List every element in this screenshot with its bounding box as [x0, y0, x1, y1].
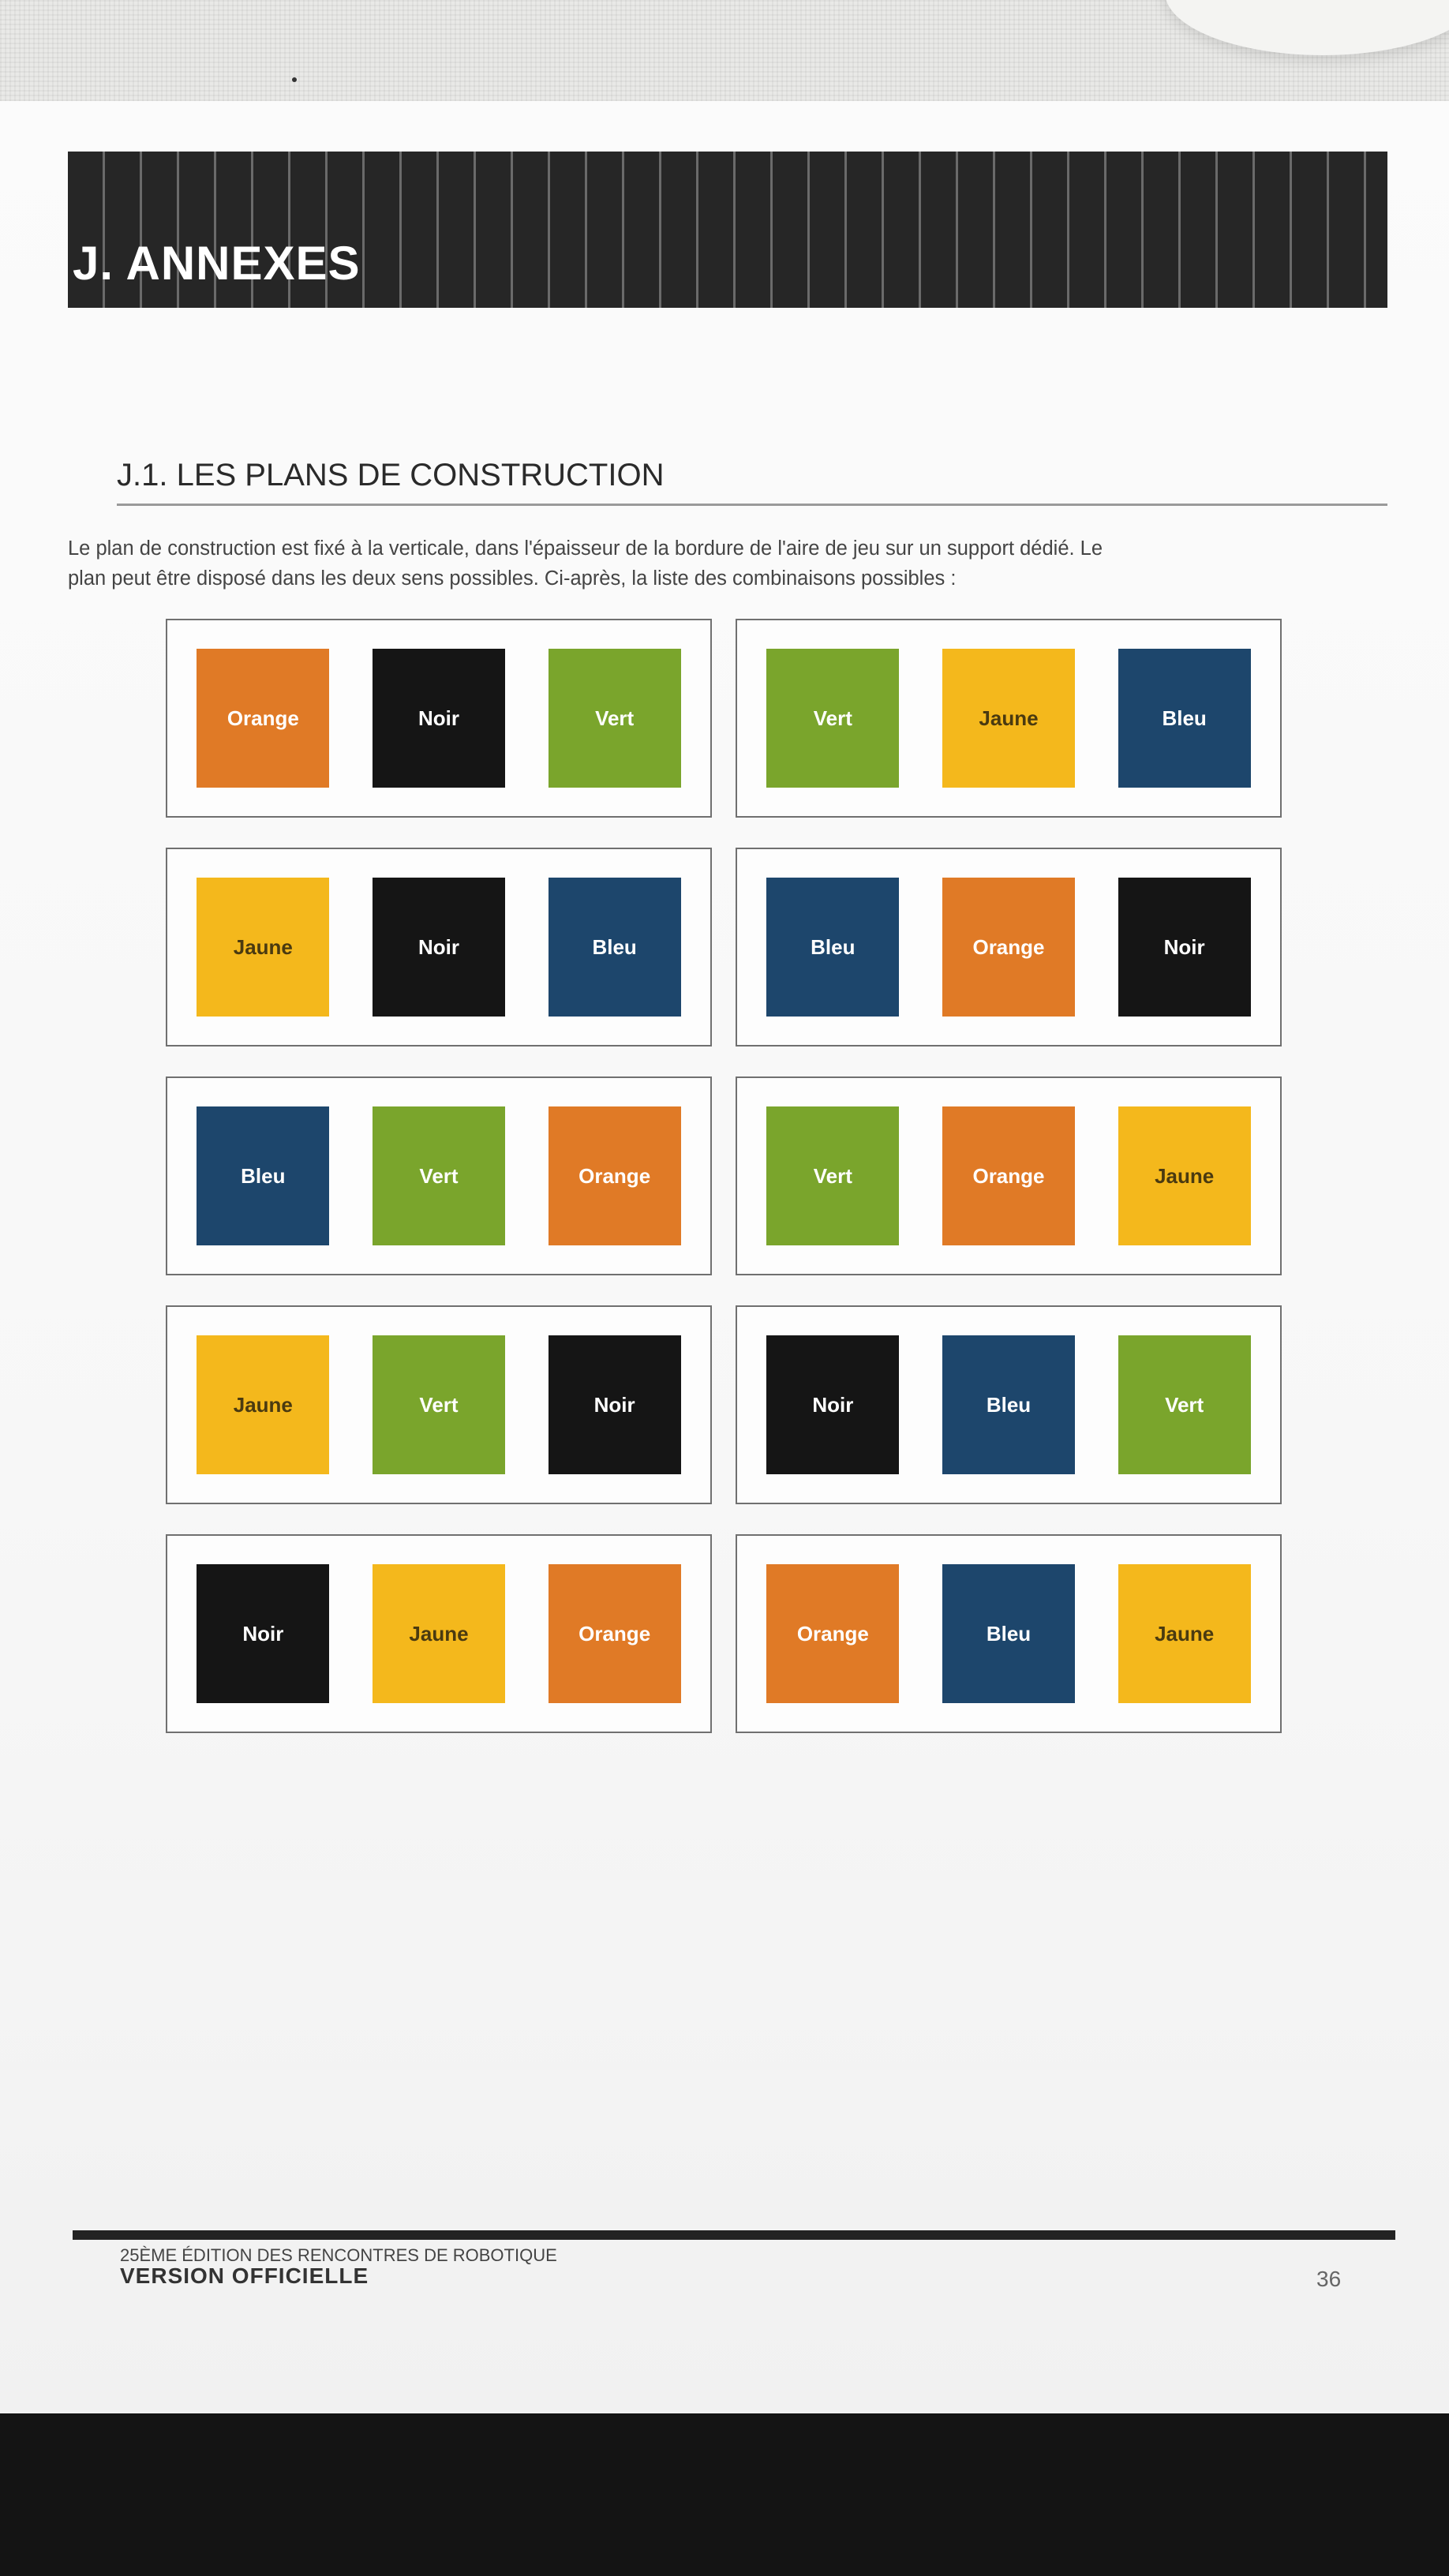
- plate-edge: [1165, 0, 1449, 55]
- color-swatch-orange: Orange: [548, 1106, 681, 1245]
- combination-panel: Bleu Orange Noir: [736, 848, 1282, 1046]
- color-swatch-noir: Noir: [197, 1564, 330, 1703]
- color-swatch-bleu: Bleu: [766, 878, 900, 1017]
- background-dark: [0, 2413, 1449, 2576]
- color-swatch-noir: Noir: [372, 649, 505, 788]
- color-swatch-jaune: Jaune: [197, 878, 330, 1017]
- color-swatch-jaune: Jaune: [1118, 1106, 1251, 1245]
- chapter-title: J. ANNEXES: [73, 237, 361, 290]
- color-swatch-noir: Noir: [548, 1335, 681, 1474]
- combination-panel: Jaune Vert Noir: [166, 1305, 712, 1504]
- combination-panel: Noir Jaune Orange: [166, 1534, 712, 1733]
- speck: [292, 77, 297, 82]
- color-swatch-noir: Noir: [372, 878, 505, 1017]
- combination-panel: Noir Bleu Vert: [736, 1305, 1282, 1504]
- color-swatch-vert: Vert: [766, 1106, 900, 1245]
- section-divider: [117, 504, 1387, 506]
- color-swatch-orange: Orange: [942, 878, 1075, 1017]
- color-swatch-bleu: Bleu: [942, 1335, 1075, 1474]
- color-swatch-orange: Orange: [942, 1106, 1075, 1245]
- combination-panel: Jaune Noir Bleu: [166, 848, 712, 1046]
- intro-paragraph: Le plan de construction est fixé à la ve…: [68, 534, 1394, 593]
- color-swatch-jaune: Jaune: [372, 1564, 505, 1703]
- combination-panel: Vert Orange Jaune: [736, 1076, 1282, 1275]
- color-swatch-vert: Vert: [548, 649, 681, 788]
- color-swatch-bleu: Bleu: [197, 1106, 330, 1245]
- color-swatch-noir: Noir: [1118, 878, 1251, 1017]
- footer-version: VERSION OFFICIELLE: [120, 2263, 369, 2288]
- intro-line-2: plan peut être disposé dans les deux sen…: [68, 567, 957, 590]
- section-title: J.1. LES PLANS DE CONSTRUCTION: [117, 458, 665, 492]
- color-swatch-vert: Vert: [766, 649, 900, 788]
- footer-edition: 25ÈME ÉDITION DES RENCONTRES DE ROBOTIQU…: [120, 2245, 557, 2265]
- combination-panel: Orange Noir Vert: [166, 619, 712, 818]
- color-swatch-vert: Vert: [372, 1335, 505, 1474]
- color-swatch-vert: Vert: [1118, 1335, 1251, 1474]
- combination-panel: Orange Bleu Jaune: [736, 1534, 1282, 1733]
- color-swatch-orange: Orange: [197, 649, 330, 788]
- footer-divider: [73, 2230, 1395, 2240]
- color-swatch-jaune: Jaune: [197, 1335, 330, 1474]
- color-swatch-orange: Orange: [766, 1564, 900, 1703]
- color-swatch-noir: Noir: [766, 1335, 900, 1474]
- color-swatch-bleu: Bleu: [548, 878, 681, 1017]
- color-swatch-orange: Orange: [548, 1564, 681, 1703]
- color-swatch-bleu: Bleu: [942, 1564, 1075, 1703]
- combination-panel: Vert Jaune Bleu: [736, 619, 1282, 818]
- background-tablecloth: [0, 0, 1449, 101]
- color-swatch-jaune: Jaune: [1118, 1564, 1251, 1703]
- color-swatch-vert: Vert: [372, 1106, 505, 1245]
- intro-line-1: Le plan de construction est fixé à la ve…: [68, 537, 1103, 560]
- combination-panel: Bleu Vert Orange: [166, 1076, 712, 1275]
- color-swatch-bleu: Bleu: [1118, 649, 1251, 788]
- page-number: 36: [1316, 2267, 1342, 2291]
- chapter-banner: J. ANNEXES: [68, 152, 1387, 308]
- color-swatch-jaune: Jaune: [942, 649, 1075, 788]
